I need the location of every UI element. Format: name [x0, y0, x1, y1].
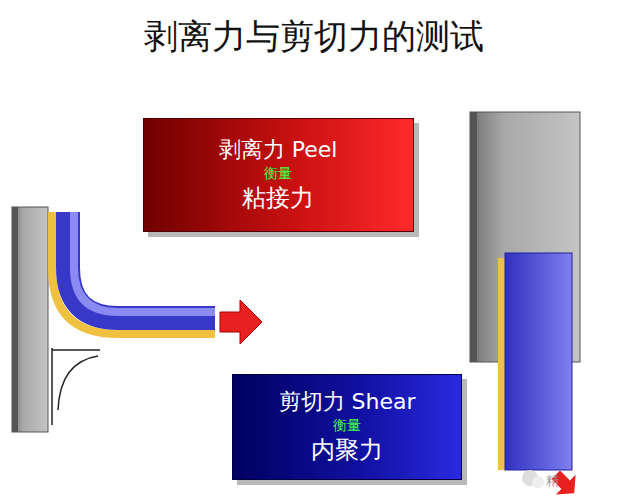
title: 剥离力与剪切力的测试	[0, 14, 627, 60]
pull-arrow	[220, 300, 262, 344]
box-text: 粘接力	[242, 184, 314, 213]
box-text: 剥离力 Peel	[219, 137, 338, 163]
shear-substrate	[505, 253, 572, 470]
test-plate	[12, 207, 48, 432]
peel-box: 剥离力 Peel 衡量粘接力	[143, 118, 414, 232]
watermark-icon	[532, 476, 544, 488]
watermark: 精	[546, 472, 559, 490]
plate-edge	[470, 112, 477, 362]
box-text: 剪切力 Shear	[279, 389, 416, 415]
connector-word: 衡量	[333, 417, 361, 434]
connector-word: 衡量	[264, 165, 292, 182]
angle-sketch	[52, 348, 100, 425]
shear-arrow	[546, 465, 584, 503]
box-text: 内聚力	[311, 436, 383, 465]
shear-box: 剪切力 Shear 衡量内聚力	[232, 374, 462, 480]
plate-edge	[12, 207, 18, 432]
